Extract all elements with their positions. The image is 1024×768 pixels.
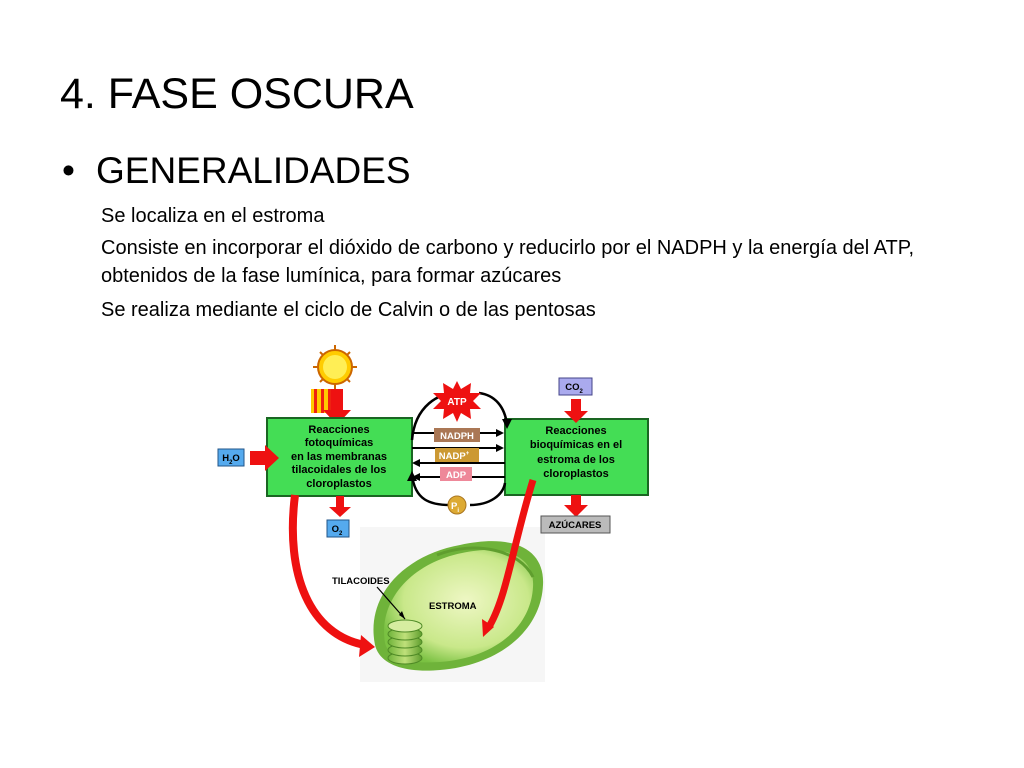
thylakoid-stack <box>387 619 423 665</box>
atp-badge: ATP <box>433 381 481 422</box>
slide-title: 4. FASE OSCURA <box>60 70 414 118</box>
o2-arrow <box>329 496 351 517</box>
nadp-badge <box>435 448 479 462</box>
adp-badge <box>440 467 472 481</box>
azucares-arrow <box>564 495 588 517</box>
right-curved-arrow <box>486 478 537 627</box>
left-box-line-2: fotoquímicas <box>305 437 373 449</box>
pi-badge <box>447 495 467 515</box>
left-box-line-4: tilacoidales de los <box>292 464 387 476</box>
h2o-badge <box>217 448 245 467</box>
sun-icon <box>313 345 357 389</box>
pi-label: Pi <box>451 501 459 514</box>
left-box-line-1: Reacciones <box>308 424 369 436</box>
left-box-line-3: en las membranas <box>291 451 387 463</box>
bullet-text: GENERALIDADES <box>96 150 411 191</box>
nadph-badge <box>434 428 480 442</box>
light-rays-icon <box>311 389 351 425</box>
adp-label: ADP <box>446 470 467 481</box>
right-box-line-4: cloroplastos <box>543 468 608 480</box>
co2-label: CO2 <box>565 382 583 395</box>
h2o-arrow <box>250 445 279 471</box>
diagram-svg: TILACOIDES ESTROMA <box>217 345 649 682</box>
photosynthesis-diagram: TILACOIDES ESTROMA <box>215 345 655 685</box>
o2-label: O2 <box>332 524 343 537</box>
co2-badge <box>558 377 593 396</box>
azucares-badge <box>540 515 611 534</box>
right-box-line-3: estroma de los <box>537 454 615 466</box>
h2o-label: H2O <box>222 453 240 466</box>
azucares-label: AZÚCARES <box>549 519 602 531</box>
photochemical-box <box>266 417 413 497</box>
right-box-line-1: Reacciones <box>545 425 606 437</box>
o2-badge <box>326 519 350 538</box>
text-line-1: Se localiza en el estroma <box>101 205 325 227</box>
left-box-line-5: cloroplastos <box>306 478 371 490</box>
bullet-dot: • <box>62 150 75 191</box>
text-line-3: Se realiza mediante el ciclo de Calvin o… <box>101 299 596 321</box>
atp-label: ATP <box>447 397 467 408</box>
co2-arrow <box>564 399 588 423</box>
nadph-label: NADPH <box>440 431 474 442</box>
estroma-label: ESTROMA <box>429 601 477 612</box>
nadp-label: NADP+ <box>439 451 470 462</box>
tilacoides-label: TILACOIDES <box>332 576 390 587</box>
left-curved-arrow <box>288 494 366 649</box>
bullet-heading: • GENERALIDADES <box>62 150 411 192</box>
right-box-line-2: bioquímicas en el <box>530 439 622 451</box>
text-line-2: Consiste en incorporar el dióxido de car… <box>101 237 915 287</box>
